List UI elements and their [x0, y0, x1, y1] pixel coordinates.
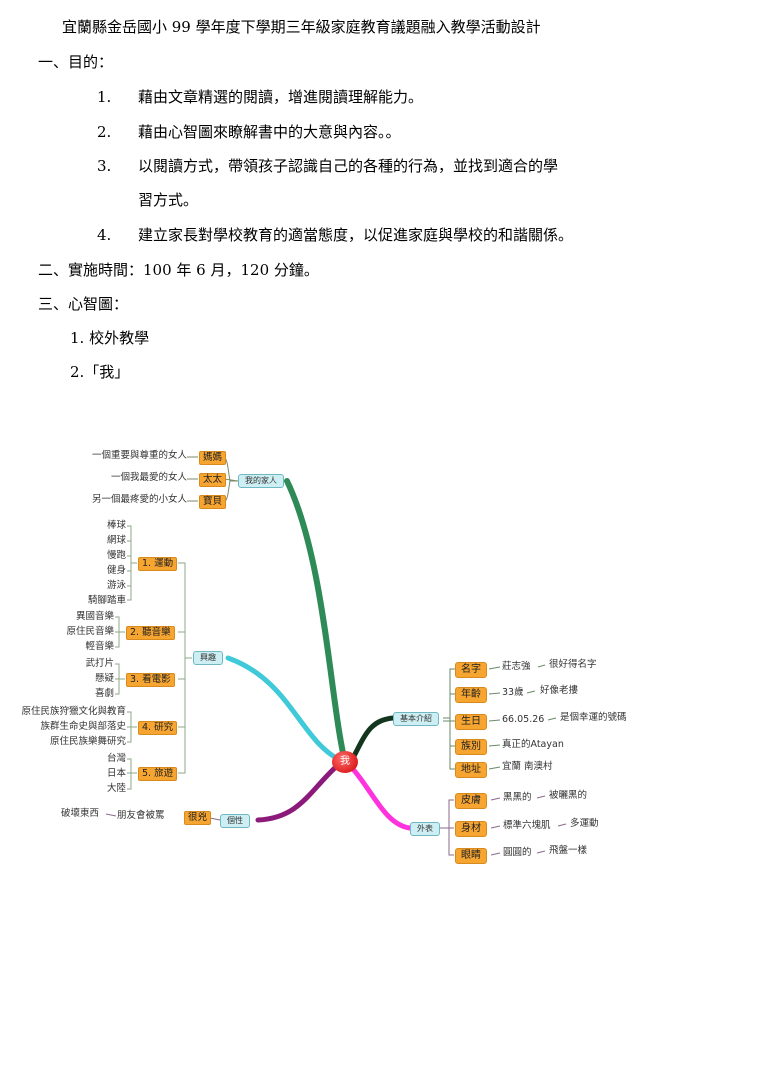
interest-tag-movie: 3. 看電影 [126, 673, 175, 687]
objective-2-number: 2. [97, 123, 112, 141]
objective-4-text: 建立家長對學校教育的適當態度，以促進家庭與學校的和諧關係。 [138, 226, 574, 244]
interest-tag-sport: 1. 運動 [138, 557, 178, 571]
basic-value-birthday: 66.05.26 [502, 714, 545, 725]
research-item: 原住民族狩獵文化與教育 [21, 706, 126, 717]
interest-tag-travel: 5. 旅遊 [138, 767, 178, 781]
personality-desc2: 破壞東西 [61, 808, 100, 819]
appearance-note-skin: 被曬黑的 [549, 790, 588, 801]
branch-family [284, 478, 348, 765]
branch-basic [349, 715, 396, 763]
appearance-node: 外表 [410, 822, 440, 836]
objective-3-number: 3. [97, 157, 112, 175]
sport-item: 網球 [106, 535, 126, 546]
research-item: 原住民族樂舞研究 [49, 736, 126, 747]
family-tag-wife: 太太 [199, 473, 227, 487]
appearance-note-eyes: 飛盤一樣 [549, 845, 588, 856]
family-desc-wife: 一個我最愛的女人 [110, 472, 187, 483]
appearance-value-body: 標準六塊肌 [503, 820, 551, 831]
objective-3-text: 以閱讀方式，帶領孩子認識自己的各種的行為，並找到適合的學 [138, 157, 559, 175]
interest-node: 興趣 [193, 651, 223, 665]
movie-item: 武打片 [85, 658, 114, 669]
section3-sub1: 1. 校外教學 [70, 329, 150, 347]
appearance-tag-skin: 皮膚 [455, 793, 487, 809]
interest-tag-research: 4. 研究 [138, 721, 178, 735]
movie-item: 懸疑 [94, 673, 114, 684]
section3-heading: 三、心智圖： [38, 295, 129, 313]
objective-3-continuation: 習方式。 [138, 191, 199, 209]
family-node: 我的家人 [238, 474, 284, 488]
appearance-tag-eyes: 眼睛 [455, 848, 487, 864]
basic-tag-birthday: 生日 [455, 714, 487, 730]
music-item: 異國音樂 [75, 611, 114, 622]
sport-item: 騎腳踏車 [87, 595, 126, 606]
mindmap-center-node: 我 [332, 751, 358, 773]
appearance-tag-body: 身材 [455, 821, 487, 837]
sport-item: 健身 [106, 565, 126, 576]
basic-node: 基本介紹 [393, 712, 439, 726]
appearance-note-body: 多運動 [570, 818, 599, 829]
section2-heading: 二、實施時間：100 年 6 月，120 分鐘。 [38, 261, 319, 279]
family-tag-mom: 媽媽 [199, 451, 227, 465]
document-title: 宜蘭縣金岳國小 99 學年度下學期三年級家庭教育議題融入教學活動設計 [62, 18, 541, 36]
basic-tag-name: 名字 [455, 662, 487, 678]
travel-item: 大陸 [106, 783, 126, 794]
basic-note-name: 很好得名字 [549, 659, 597, 670]
basic-note-age: 好像老摟 [540, 685, 579, 696]
personality-node: 個性 [220, 814, 250, 828]
personality-tag: 很兇 [184, 811, 212, 825]
family-desc-baby: 另一個最疼愛的小女人 [91, 494, 187, 505]
music-item: 輕音樂 [85, 641, 114, 652]
personality-desc: 朋友會被罵 [117, 810, 165, 821]
objective-2-text: 藉由心智圖來瞭解書中的大意與內容。。 [138, 123, 401, 141]
basic-value-address: 宜蘭 南澳村 [502, 761, 553, 772]
section1-heading: 一、目的： [38, 53, 114, 71]
research-item: 族群生命史與部落史 [40, 721, 126, 732]
section3-sub2: 2.「我」 [70, 363, 130, 381]
appearance-value-eyes: 圓圓的 [503, 847, 532, 858]
sport-item: 慢跑 [106, 550, 126, 561]
sport-item: 游泳 [106, 580, 126, 591]
objective-4-number: 4. [97, 226, 112, 244]
family-desc-mom: 一個重要與尊重的女人 [91, 450, 187, 461]
basic-value-age: 33歲 [502, 687, 524, 698]
basic-tag-address: 地址 [455, 762, 487, 778]
appearance-value-skin: 黑黑的 [503, 792, 532, 803]
travel-item: 台灣 [106, 753, 126, 764]
basic-value-tribe: 真正的Atayan [502, 739, 564, 750]
basic-tag-tribe: 族別 [455, 739, 487, 755]
branch-interest [225, 655, 343, 763]
branch-personality [255, 762, 341, 823]
basic-note-birthday: 是個幸運的號碼 [560, 712, 627, 723]
movie-item: 喜劇 [94, 688, 114, 699]
travel-item: 日本 [106, 768, 126, 779]
basic-tag-age: 年齡 [455, 687, 487, 703]
interest-tag-music: 2. 聽音樂 [126, 626, 175, 640]
sport-item: 棒球 [106, 520, 126, 531]
basic-value-name: 莊志強 [502, 661, 531, 672]
objective-1-number: 1. [97, 88, 112, 106]
music-item: 原住民音樂 [66, 626, 114, 637]
family-tag-baby: 寶貝 [199, 495, 227, 509]
objective-1-text: 藉由文章精選的閱讀，增進閱讀理解能力。 [138, 88, 424, 106]
branch-appearance [349, 765, 413, 831]
